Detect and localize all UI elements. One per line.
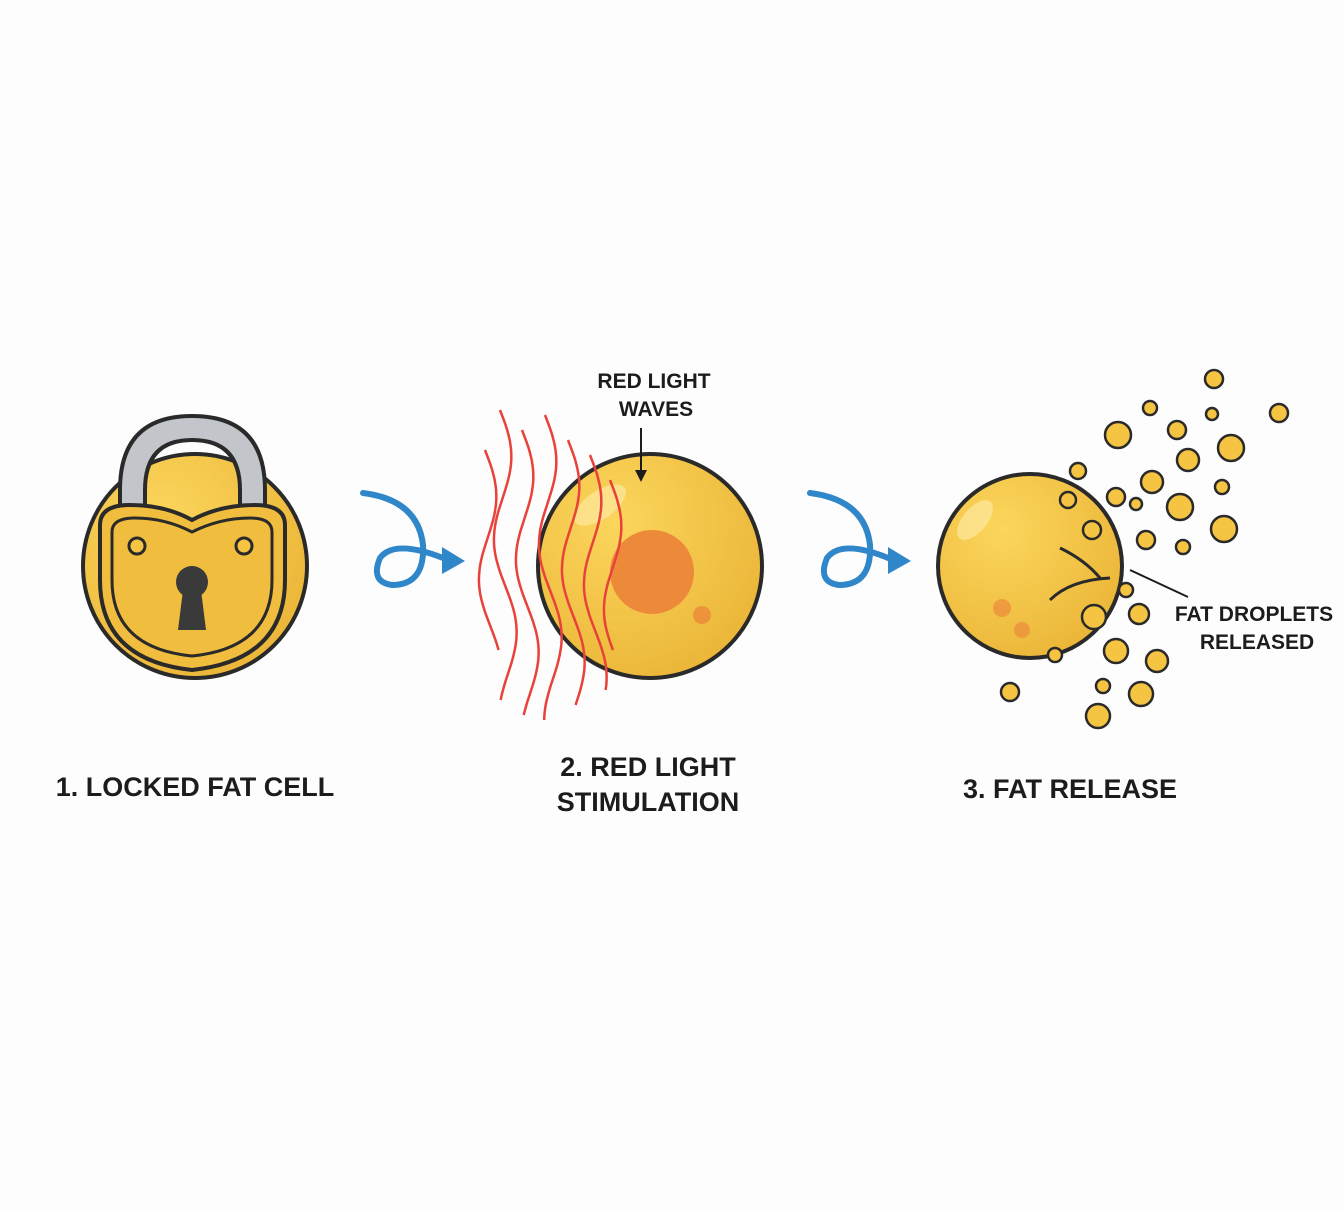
arrowhead-icon: [888, 547, 911, 574]
step-3-label: 3. FAT RELEASE: [962, 774, 1178, 804]
padlock-icon: [81, 413, 309, 680]
fat-droplet-icon: [1268, 402, 1290, 424]
fat-droplet-icon: [1127, 602, 1151, 626]
fat-cell-icon: [536, 452, 764, 680]
waves-annotation-line1: RED LIGHT: [597, 370, 711, 393]
curly-arrow-icon: [360, 490, 451, 589]
fat-droplet-icon: [1081, 519, 1103, 541]
fat-droplet-icon: [1141, 399, 1159, 417]
fat-droplet-icon: [1046, 646, 1064, 664]
light-wave: [492, 409, 518, 701]
fat-droplet-icon: [1102, 637, 1130, 665]
fat-droplet-icon: [1128, 496, 1144, 512]
fat-droplet-icon: [1209, 514, 1239, 544]
fat-droplet-icon: [1166, 419, 1188, 441]
fat-droplet-icon: [1058, 490, 1078, 510]
fat-droplet-icon: [1117, 581, 1135, 599]
fat-cell-icon: [936, 472, 1124, 660]
light-wave: [582, 454, 608, 691]
fat-droplet-icon: [1139, 469, 1165, 495]
fat-droplet-icon: [1174, 538, 1192, 556]
fat-droplet-icon: [1084, 702, 1112, 730]
light-wave: [537, 414, 563, 721]
nucleus: [610, 530, 694, 614]
fat-droplet-icon: [1103, 420, 1133, 450]
curly-arrow-icon: [807, 490, 896, 589]
fat-droplet-icon: [1068, 461, 1088, 481]
step-2-label-line2: STIMULATION: [556, 787, 740, 817]
fat-droplets: [999, 368, 1290, 730]
fat-droplet-icon: [1135, 529, 1157, 551]
arrowhead-icon: [442, 547, 465, 574]
fat-droplet-icon: [999, 681, 1021, 703]
droplets-annotation-line1: FAT DROPLETS: [1174, 603, 1334, 626]
fat-droplet-icon: [1216, 433, 1246, 463]
fat-droplet-icon: [1175, 447, 1201, 473]
waves-annotation-line2: WAVES: [618, 398, 694, 421]
leader-line: [1129, 569, 1189, 598]
light-wave-icon: [477, 409, 623, 721]
fat-droplet-icon: [1144, 648, 1170, 674]
fat-droplet-icon: [1094, 677, 1112, 695]
step-2-label-line1: 2. RED LIGHT: [560, 752, 736, 782]
light-wave: [477, 449, 500, 651]
fat-droplet-icon: [1080, 603, 1108, 631]
step-1-label: 1. LOCKED FAT CELL: [55, 772, 335, 802]
fat-droplet-icon: [1204, 406, 1220, 422]
fat-droplet-icon: [1127, 680, 1155, 708]
fat-droplet-icon: [1105, 486, 1127, 508]
fat-droplet-icon: [1203, 368, 1225, 390]
light-wave: [514, 429, 540, 716]
light-wave: [602, 479, 623, 651]
droplets-annotation-line2: RELEASED: [1199, 631, 1315, 654]
fat-droplet-icon: [1165, 492, 1195, 522]
fat-droplet-icon: [1213, 478, 1231, 496]
light-wave: [560, 439, 586, 706]
